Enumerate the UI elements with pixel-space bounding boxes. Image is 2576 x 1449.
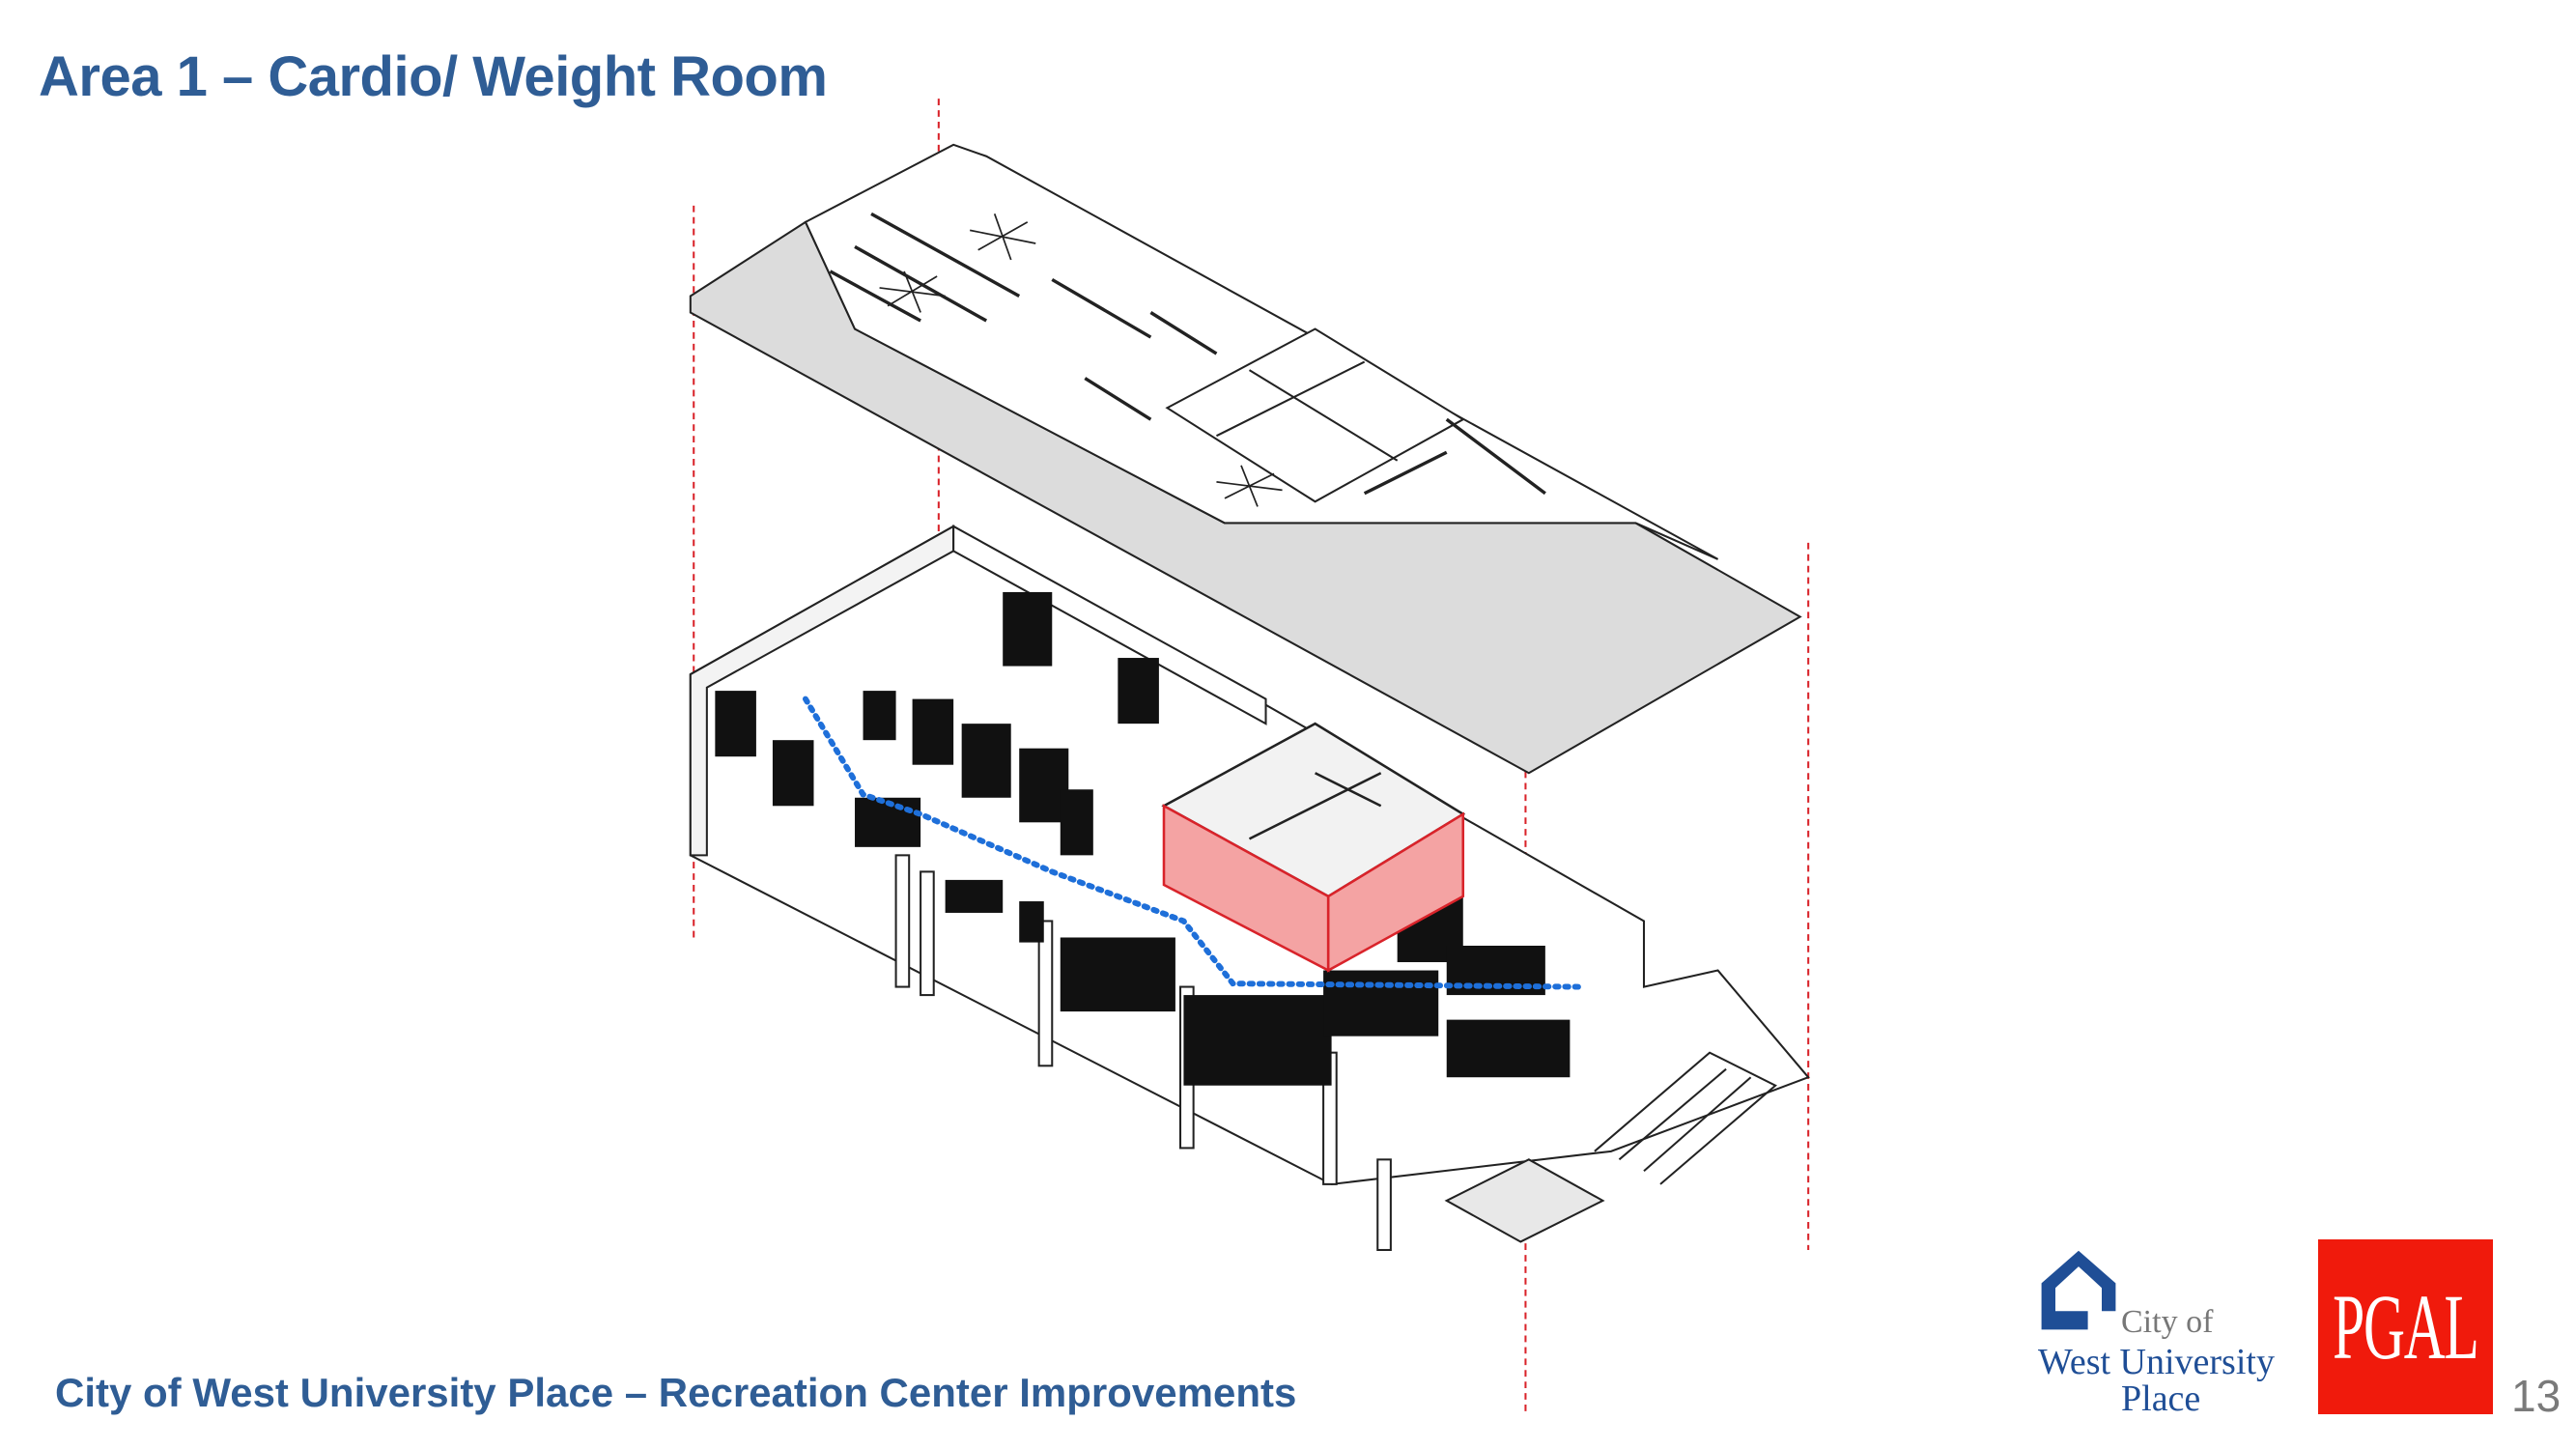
slide-footer: City of West University Place – Recreati… (55, 1370, 1297, 1415)
stair (1594, 1051, 1777, 1185)
fitness-equipment (715, 591, 1571, 1086)
entry-canopy (1444, 1158, 1605, 1243)
ceiling-fan-icon (879, 270, 946, 313)
city-logo-line1: City of (2121, 1304, 2214, 1340)
highlight-room (1161, 722, 1466, 973)
page-number: 13 (2511, 1371, 2562, 1421)
city-logo-line3: Place (2121, 1378, 2201, 1419)
city-logo-line2: West University (2038, 1342, 2275, 1382)
pgal-logo: PGAL (2318, 1239, 2493, 1414)
roof-level (689, 143, 1802, 775)
side-wall (952, 525, 1267, 725)
slide-title: Area 1 – Cardio/ Weight Room (39, 45, 828, 108)
house-icon (2041, 1250, 2116, 1330)
pgal-logo-text: PGAL (2333, 1275, 2479, 1378)
ceiling-fan-icon (970, 213, 1036, 261)
highlight-side (1326, 811, 1465, 973)
city-logo: City of West University Place (2028, 1236, 2289, 1420)
roof-room (1165, 327, 1465, 503)
circulation-path (802, 696, 1581, 990)
roof-walls (804, 143, 1719, 560)
ceiling-fan-icon (1216, 465, 1283, 507)
